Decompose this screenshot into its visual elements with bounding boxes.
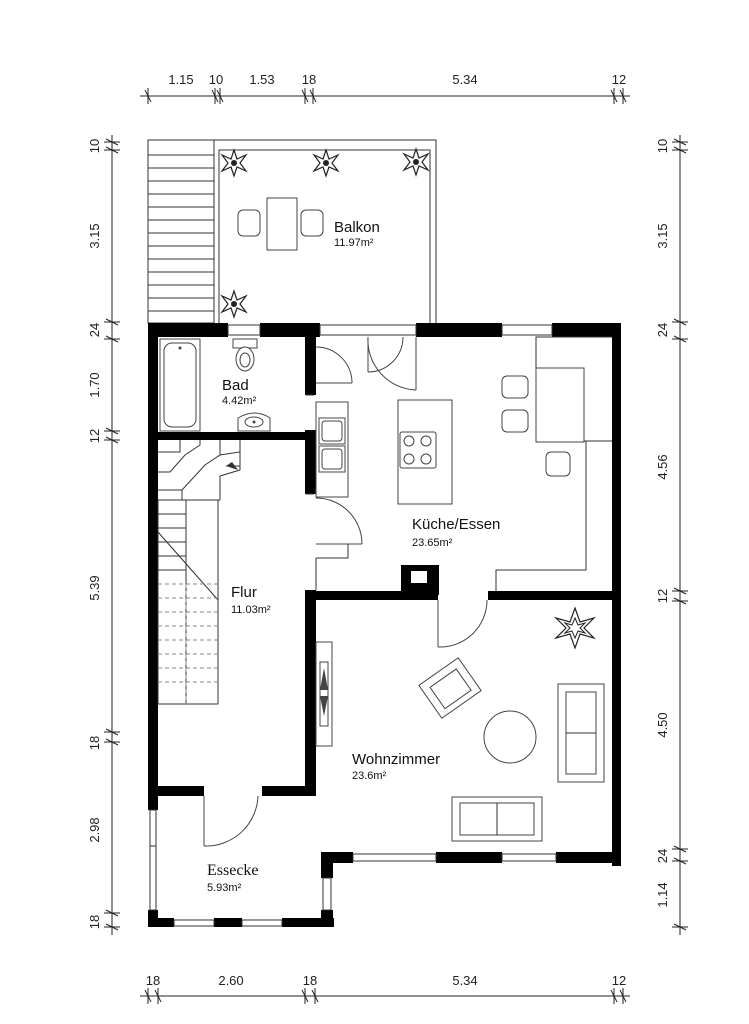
dim-right-6: 24	[655, 849, 670, 863]
stove-icon	[399, 431, 437, 469]
dim-right-0: 10	[655, 139, 670, 153]
toilet-icon	[232, 338, 258, 372]
coffee-table-icon	[483, 710, 537, 764]
fireplace-icon	[315, 641, 333, 747]
sink-icon	[318, 417, 346, 473]
living-room: Wohnzimmer 23.6m²	[315, 606, 605, 842]
dim-left-8: 18	[87, 915, 102, 929]
dim-bottom-4: 12	[612, 973, 626, 988]
plant-icon	[553, 606, 597, 650]
dim-left-7: 2.98	[87, 817, 102, 842]
dim-right-1: 3.15	[655, 223, 670, 248]
dimension-bottom: 18 2.60 18 5.34 12	[140, 973, 630, 1004]
dim-right-4: 12	[655, 589, 670, 603]
plant-icon	[220, 289, 248, 319]
armchair-icon	[418, 657, 482, 719]
dim-top-2: 1.53	[249, 72, 274, 87]
bathroom: Bad 4.42m²	[159, 338, 271, 432]
room-name-flur: Flur	[231, 584, 257, 601]
dim-top-3: 18	[302, 72, 316, 87]
dimension-top: 1.15 10 1.53 18 5.34 12	[140, 72, 630, 104]
room-name-bad: Bad	[222, 377, 249, 394]
balcony-table-icon	[237, 197, 324, 251]
room-area-flur: 11.03m²	[231, 604, 271, 616]
dim-left-2: 24	[87, 323, 102, 337]
balcony: Balkon 11.97m²	[147, 139, 437, 324]
plant-icon	[220, 148, 248, 178]
room-area-balkon: 11.97m²	[334, 237, 374, 249]
room-name-balkon: Balkon	[334, 219, 380, 236]
room-area-wohnzimmer: 23.6m²	[352, 770, 387, 782]
stair-icon	[157, 440, 241, 705]
dim-top-0: 1.15	[168, 72, 193, 87]
bathtub-icon	[159, 338, 201, 432]
plant-icon	[312, 148, 340, 178]
kitchen: Küche/Essen 23.65m²	[315, 336, 612, 591]
dining-nook: Essecke 5.93m²	[207, 862, 259, 894]
windows	[149, 324, 557, 927]
dim-top-5: 12	[612, 72, 626, 87]
dim-left-4: 12	[87, 429, 102, 443]
plant-icon	[402, 147, 430, 177]
dim-bottom-1: 2.60	[218, 973, 243, 988]
dimension-left: 10 3.15 24 1.70 12 5.39 18 2.98 18	[87, 135, 120, 935]
dim-top-1: 10	[209, 72, 223, 87]
room-name-wohnzimmer: Wohnzimmer	[352, 751, 440, 768]
dim-left-5: 5.39	[87, 575, 102, 600]
dim-bottom-3: 5.34	[452, 973, 477, 988]
room-area-essecke: 5.93m²	[207, 882, 242, 894]
dim-left-6: 18	[87, 736, 102, 750]
dim-left-3: 1.70	[87, 372, 102, 397]
sofa-icon	[557, 683, 605, 783]
dim-right-3: 4.56	[655, 454, 670, 479]
walls	[148, 323, 621, 927]
room-name-kueche: Küche/Essen	[412, 516, 500, 533]
dim-bottom-2: 18	[303, 973, 317, 988]
sofa-icon	[451, 796, 543, 842]
hallway: Flur 11.03m²	[157, 440, 271, 705]
room-area-kueche: 23.65m²	[412, 537, 453, 549]
dim-left-0: 10	[87, 139, 102, 153]
dim-bottom-0: 18	[146, 973, 160, 988]
room-area-bad: 4.42m²	[222, 395, 257, 407]
dim-left-1: 3.15	[87, 223, 102, 248]
dimension-right: 10 3.15 24 4.56 12 4.50 24 1.14	[655, 135, 688, 935]
room-name-essecke: Essecke	[207, 862, 259, 879]
exterior-stair-icon	[147, 139, 215, 324]
sink-icon	[237, 412, 271, 432]
dim-right-5: 4.50	[655, 712, 670, 737]
dim-top-4: 5.34	[452, 72, 477, 87]
dim-right-7: 1.14	[655, 882, 670, 907]
door-swing-icon	[203, 336, 488, 847]
dim-right-2: 24	[655, 323, 670, 337]
